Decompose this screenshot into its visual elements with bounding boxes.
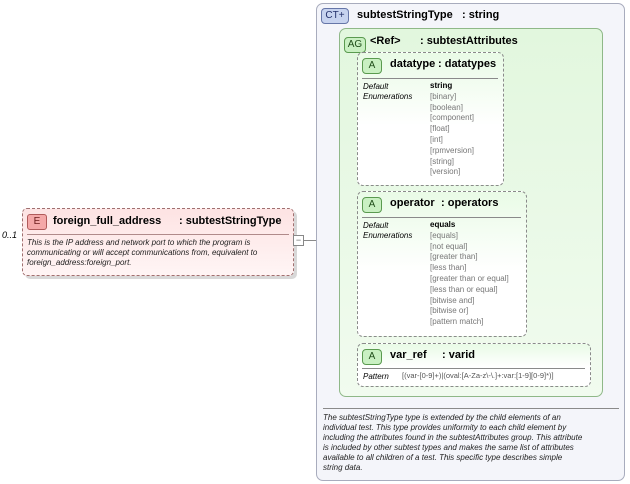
attribute-datatype-separator [362,78,498,79]
complex-type-base: : string [462,9,500,21]
attribute-datatype-box[interactable]: A datatype : datatypes Default Enumerati… [357,52,504,186]
attribute-operator-enum-label: Enumerations [363,231,413,240]
attribute-varref-separator [362,368,585,369]
attribute-operator-default-label: Default [363,221,389,230]
enum-value: [pattern match] [430,317,484,327]
complex-type-name: subtestStringType [357,9,453,21]
complex-type-description-line-1: The subtestStringType type is extended b… [323,413,561,422]
attribute-datatype-badge: A [362,58,382,74]
enum-value: [component] [430,113,475,123]
element-name: foreign_full_address [53,215,162,227]
complex-type-description-line-4: is included by other subtest types and m… [323,443,574,452]
enum-value: [bitwise and] [430,295,475,305]
enum-value: [greater than or equal] [430,273,509,283]
attribute-operator-default-value: equals [430,220,456,229]
enum-value: [float] [430,124,450,134]
attribute-group-badge: AG [344,37,366,53]
enum-value: [less than or equal] [430,284,498,294]
element-badge: E [27,214,47,230]
attribute-operator-badge: A [362,197,382,213]
complex-type-description-line-5: available to all children of a test. Thi… [323,453,563,462]
enum-value: [boolean] [430,102,463,112]
attribute-varref-name: var_ref [390,349,427,361]
cardinality-label: 0..1 [2,230,18,240]
enum-value: [less than] [430,263,467,273]
element-box[interactable]: E foreign_full_address : subtestStringTy… [22,208,294,276]
complex-type-description-line-6: string data. [323,463,363,472]
element-type: : subtestStringType [179,215,282,227]
attribute-datatype-values: string [binary] [boolean] [component] [f… [430,81,474,178]
complex-type-separator [323,408,619,409]
attribute-group-ref: <Ref> [370,35,401,47]
enum-value: [not equal] [430,241,468,251]
complex-type-description-line-2: individual test. This type provides unif… [323,423,567,432]
enum-value: [rpmversion] [430,145,475,155]
attribute-varref-box[interactable]: A var_ref : varid Pattern [(var-[0-9]+)|… [357,343,591,387]
complex-type-badge: CT+ [321,8,349,24]
connector-element-to-type [302,240,317,241]
attribute-datatype-enum-label: Enumerations [363,92,413,101]
attribute-datatype-type: : datatypes [438,58,497,70]
attribute-operator-separator [362,217,521,218]
element-annotation-line-3: foreign_address:foreign_port. [27,258,132,267]
collapse-toggle-button[interactable]: − [293,235,304,246]
enum-value: [binary] [430,91,457,101]
attribute-varref-type: : varid [442,349,476,361]
enum-value: [bitwise or] [430,306,469,316]
element-separator [27,234,289,235]
enum-value: [version] [430,167,461,177]
attribute-varref-pattern-value: [(var-[0-9]+)|(oval:[A-Za-z\-\.]+:var:[1… [402,371,554,380]
attribute-datatype-default-label: Default [363,82,389,91]
attribute-operator-box[interactable]: A operator : operators Default Enumerati… [357,191,527,337]
attribute-operator-values: equals [equals] [not equal] [greater tha… [430,220,509,328]
attribute-group-name: : subtestAttributes [420,35,518,47]
enum-value: [equals] [430,230,459,240]
attribute-varref-badge: A [362,349,382,365]
element-annotation-line-1: This is the IP address and network port … [27,238,251,247]
enum-value: [int] [430,134,443,144]
attribute-operator-type: : operators [441,197,499,209]
attribute-operator-name: operator [390,197,435,209]
element-annotation-line-2: communicating or will accept communicati… [27,248,258,257]
attribute-datatype-name: datatype [390,58,436,70]
attribute-varref-pattern-label: Pattern [363,372,389,381]
attribute-datatype-default-value: string [430,81,453,90]
enum-value: [greater than] [430,252,478,262]
enum-value: [string] [430,156,455,166]
complex-type-description-line-3: including the attributes found in the su… [323,433,583,442]
